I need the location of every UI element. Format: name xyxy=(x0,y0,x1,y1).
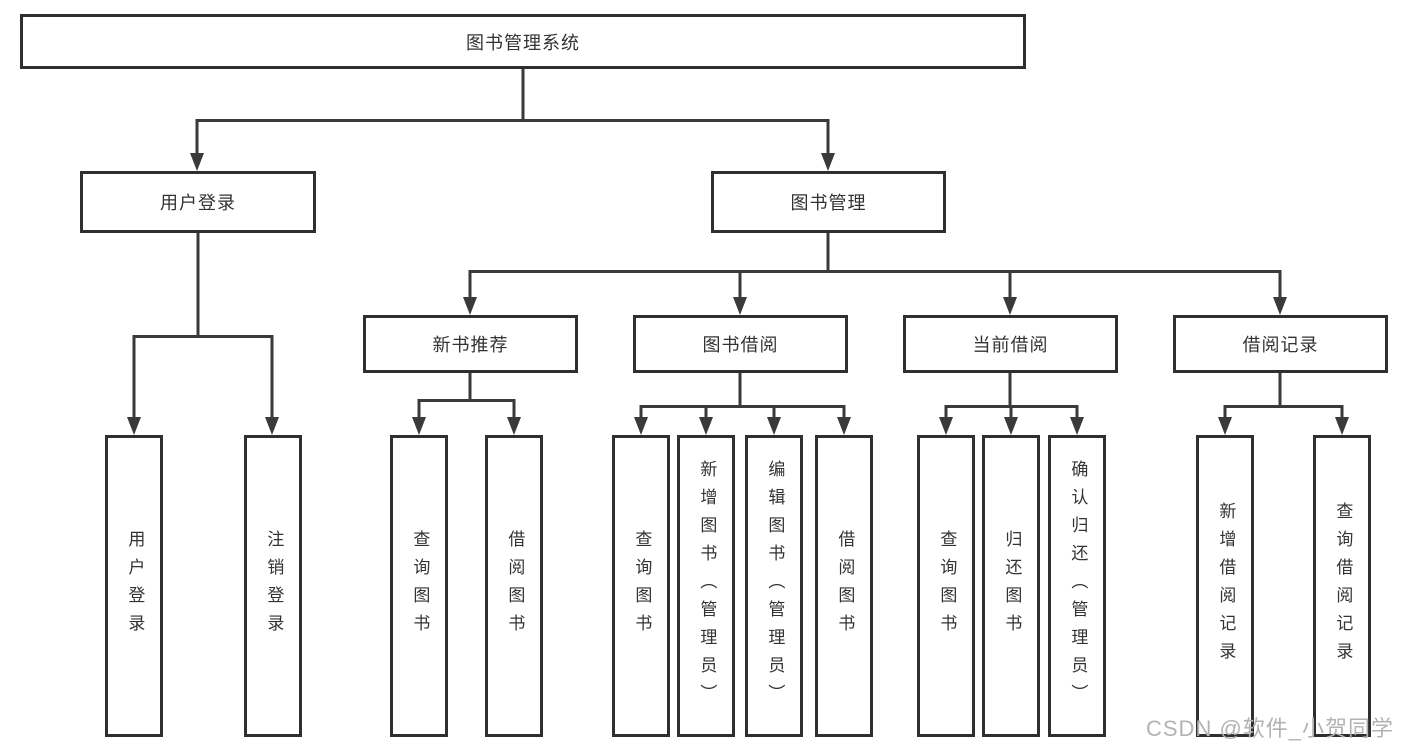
leaf-borrow-edit-books-admin: 编辑图书（管理员） xyxy=(745,435,803,737)
leaf-borrow-borrow-books: 借阅图书 xyxy=(815,435,873,737)
leaf-borrow-query-books: 查询图书 xyxy=(612,435,670,737)
node-book-management-label: 图书管理 xyxy=(790,193,867,213)
arrow-down-icons xyxy=(127,153,1349,435)
leaf-newbook-borrow-books: 借阅图书 xyxy=(485,435,543,737)
leaf-records-add-record-label: 新增借阅记录 xyxy=(1216,502,1236,670)
node-user-login: 用户登录 xyxy=(80,171,316,233)
leaf-borrow-edit-books-admin-label: 编辑图书（管理员） xyxy=(765,460,785,712)
node-borrowing-records-label: 借阅记录 xyxy=(1242,335,1319,355)
leaf-newbook-query-books: 查询图书 xyxy=(390,435,448,737)
csdn-watermark: CSDN @软件_小贺同学 xyxy=(1146,716,1395,741)
node-current-borrowing: 当前借阅 xyxy=(903,315,1118,373)
node-book-borrowing-label: 图书借阅 xyxy=(702,335,779,355)
leaf-current-confirm-return-admin: 确认归还（管理员） xyxy=(1048,435,1106,737)
leaf-current-query-books-label: 查询图书 xyxy=(937,530,957,642)
leaf-borrow-borrow-books-label: 借阅图书 xyxy=(835,530,855,642)
leaf-logout-label: 注销登录 xyxy=(264,530,284,642)
leaf-user-login-label: 用户登录 xyxy=(125,530,145,642)
node-root-label: 图书管理系统 xyxy=(466,32,580,53)
leaf-newbook-borrow-books-label: 借阅图书 xyxy=(505,530,525,642)
node-book-borrowing: 图书借阅 xyxy=(633,315,848,373)
leaf-records-query-record: 查询借阅记录 xyxy=(1313,435,1371,737)
node-book-management: 图书管理 xyxy=(711,171,946,233)
leaf-records-query-record-label: 查询借阅记录 xyxy=(1333,502,1353,670)
node-root: 图书管理系统 xyxy=(20,14,1026,69)
node-new-book-recommend-label: 新书推荐 xyxy=(432,335,509,355)
leaf-borrow-query-books-label: 查询图书 xyxy=(632,530,652,642)
node-new-book-recommend: 新书推荐 xyxy=(363,315,578,373)
leaf-current-query-books: 查询图书 xyxy=(917,435,975,737)
leaf-current-return-books-label: 归还图书 xyxy=(1002,530,1022,642)
leaf-user-login: 用户登录 xyxy=(105,435,163,737)
leaf-borrow-add-books-admin: 新增图书（管理员） xyxy=(677,435,735,737)
leaf-records-add-record: 新增借阅记录 xyxy=(1196,435,1254,737)
node-user-login-label: 用户登录 xyxy=(160,193,236,213)
node-current-borrowing-label: 当前借阅 xyxy=(972,335,1049,355)
node-borrowing-records: 借阅记录 xyxy=(1173,315,1388,373)
leaf-current-return-books: 归还图书 xyxy=(982,435,1040,737)
leaf-borrow-add-books-admin-label: 新增图书（管理员） xyxy=(697,460,717,712)
leaf-logout: 注销登录 xyxy=(244,435,302,737)
leaf-newbook-query-books-label: 查询图书 xyxy=(410,530,430,642)
leaf-current-confirm-return-admin-label: 确认归还（管理员） xyxy=(1068,460,1088,712)
